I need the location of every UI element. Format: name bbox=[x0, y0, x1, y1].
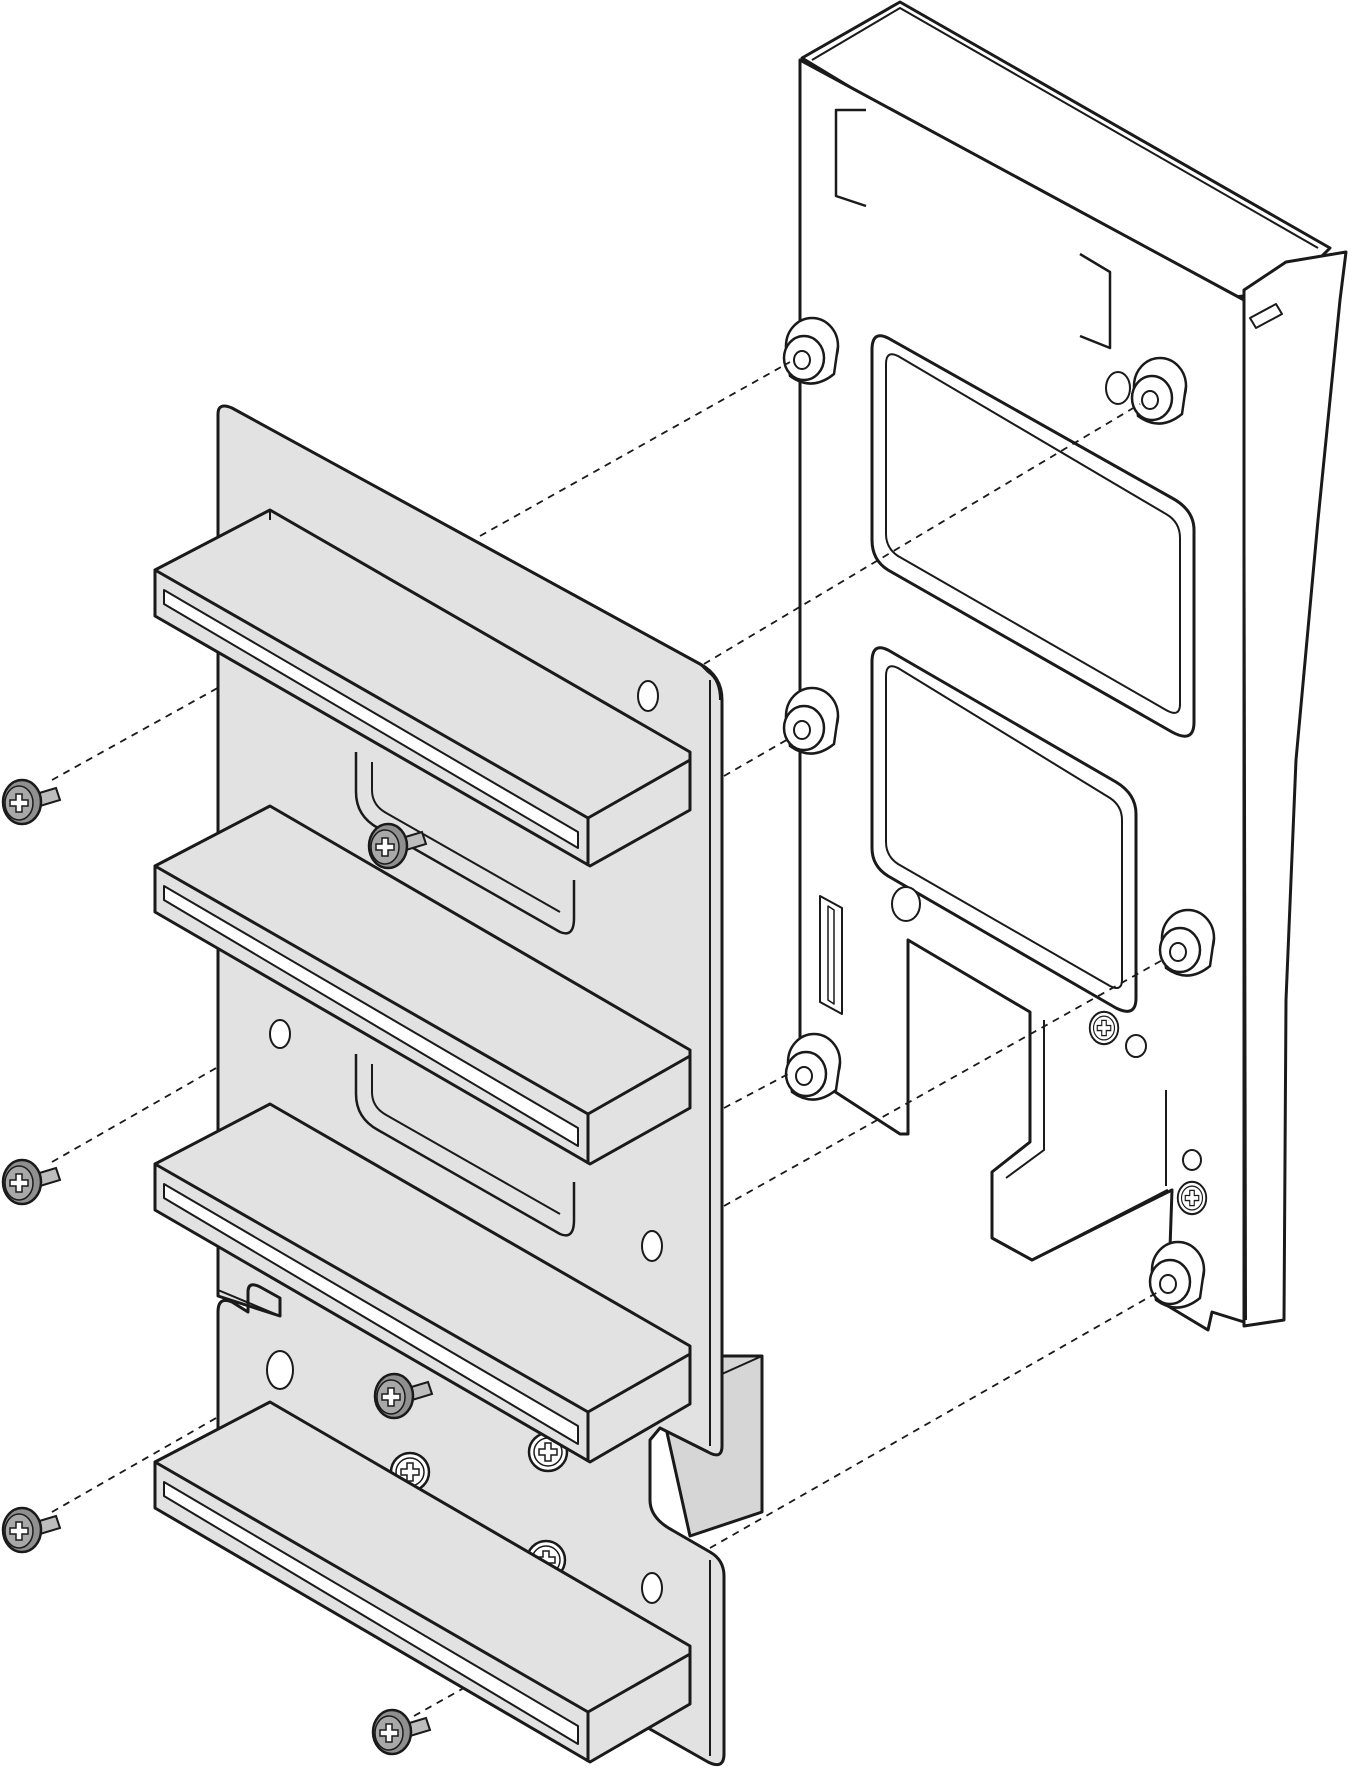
slot-connector-1 bbox=[153, 508, 692, 935]
standoff-icon bbox=[782, 686, 840, 755]
slot-connector-2 bbox=[153, 804, 692, 1237]
riser-bracket bbox=[798, 0, 1348, 1332]
slot-connector-4 bbox=[153, 1400, 692, 1764]
standoff-icon bbox=[1130, 356, 1188, 425]
slot-connector-3 bbox=[153, 1102, 692, 1464]
bracket-window-lower bbox=[870, 646, 1138, 1013]
screw-left-1 bbox=[1, 778, 62, 826]
bracket-window-upper bbox=[870, 334, 1196, 738]
screw-center-3 bbox=[371, 1708, 432, 1756]
bracket-phillips-screw-upper bbox=[1088, 1010, 1120, 1046]
screw-left-2 bbox=[1, 1158, 62, 1206]
standoff-icon bbox=[782, 316, 840, 385]
standoff-icon bbox=[784, 1032, 842, 1101]
standoff-icon bbox=[1158, 908, 1216, 977]
standoff-icon bbox=[1148, 1240, 1206, 1309]
screw-left-3 bbox=[1, 1506, 62, 1554]
bracket-phillips-screw-lower bbox=[1176, 1180, 1208, 1216]
